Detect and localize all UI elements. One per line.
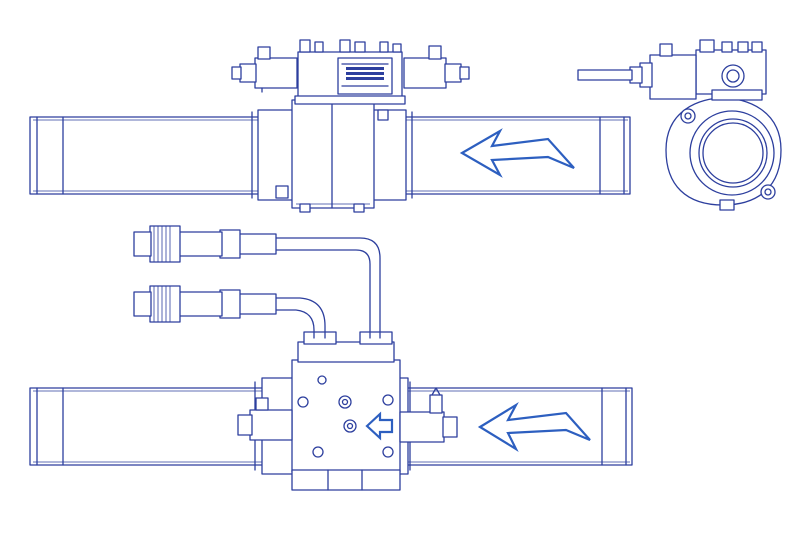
end-view-head xyxy=(695,39,767,101)
sensor-head xyxy=(294,39,406,105)
front-flow-direction-arrow xyxy=(477,401,591,452)
top-view xyxy=(29,39,631,213)
left-pipe xyxy=(29,111,261,199)
left-fitting xyxy=(231,46,298,93)
front-right-fitting xyxy=(399,387,458,443)
flow-direction-arrow xyxy=(459,128,575,178)
front-view xyxy=(29,225,633,491)
front-left-fitting xyxy=(237,397,293,441)
right-pipe xyxy=(404,111,631,199)
right-fitting xyxy=(403,45,470,89)
cable-connector-upper xyxy=(133,225,277,263)
small-flow-arrow xyxy=(365,411,394,441)
end-view-fitting xyxy=(577,43,697,100)
cables xyxy=(275,237,381,339)
end-view xyxy=(577,39,782,211)
cable-connector-lower xyxy=(133,285,277,323)
front-left-pipe xyxy=(29,381,264,471)
clamp-body xyxy=(257,99,407,213)
